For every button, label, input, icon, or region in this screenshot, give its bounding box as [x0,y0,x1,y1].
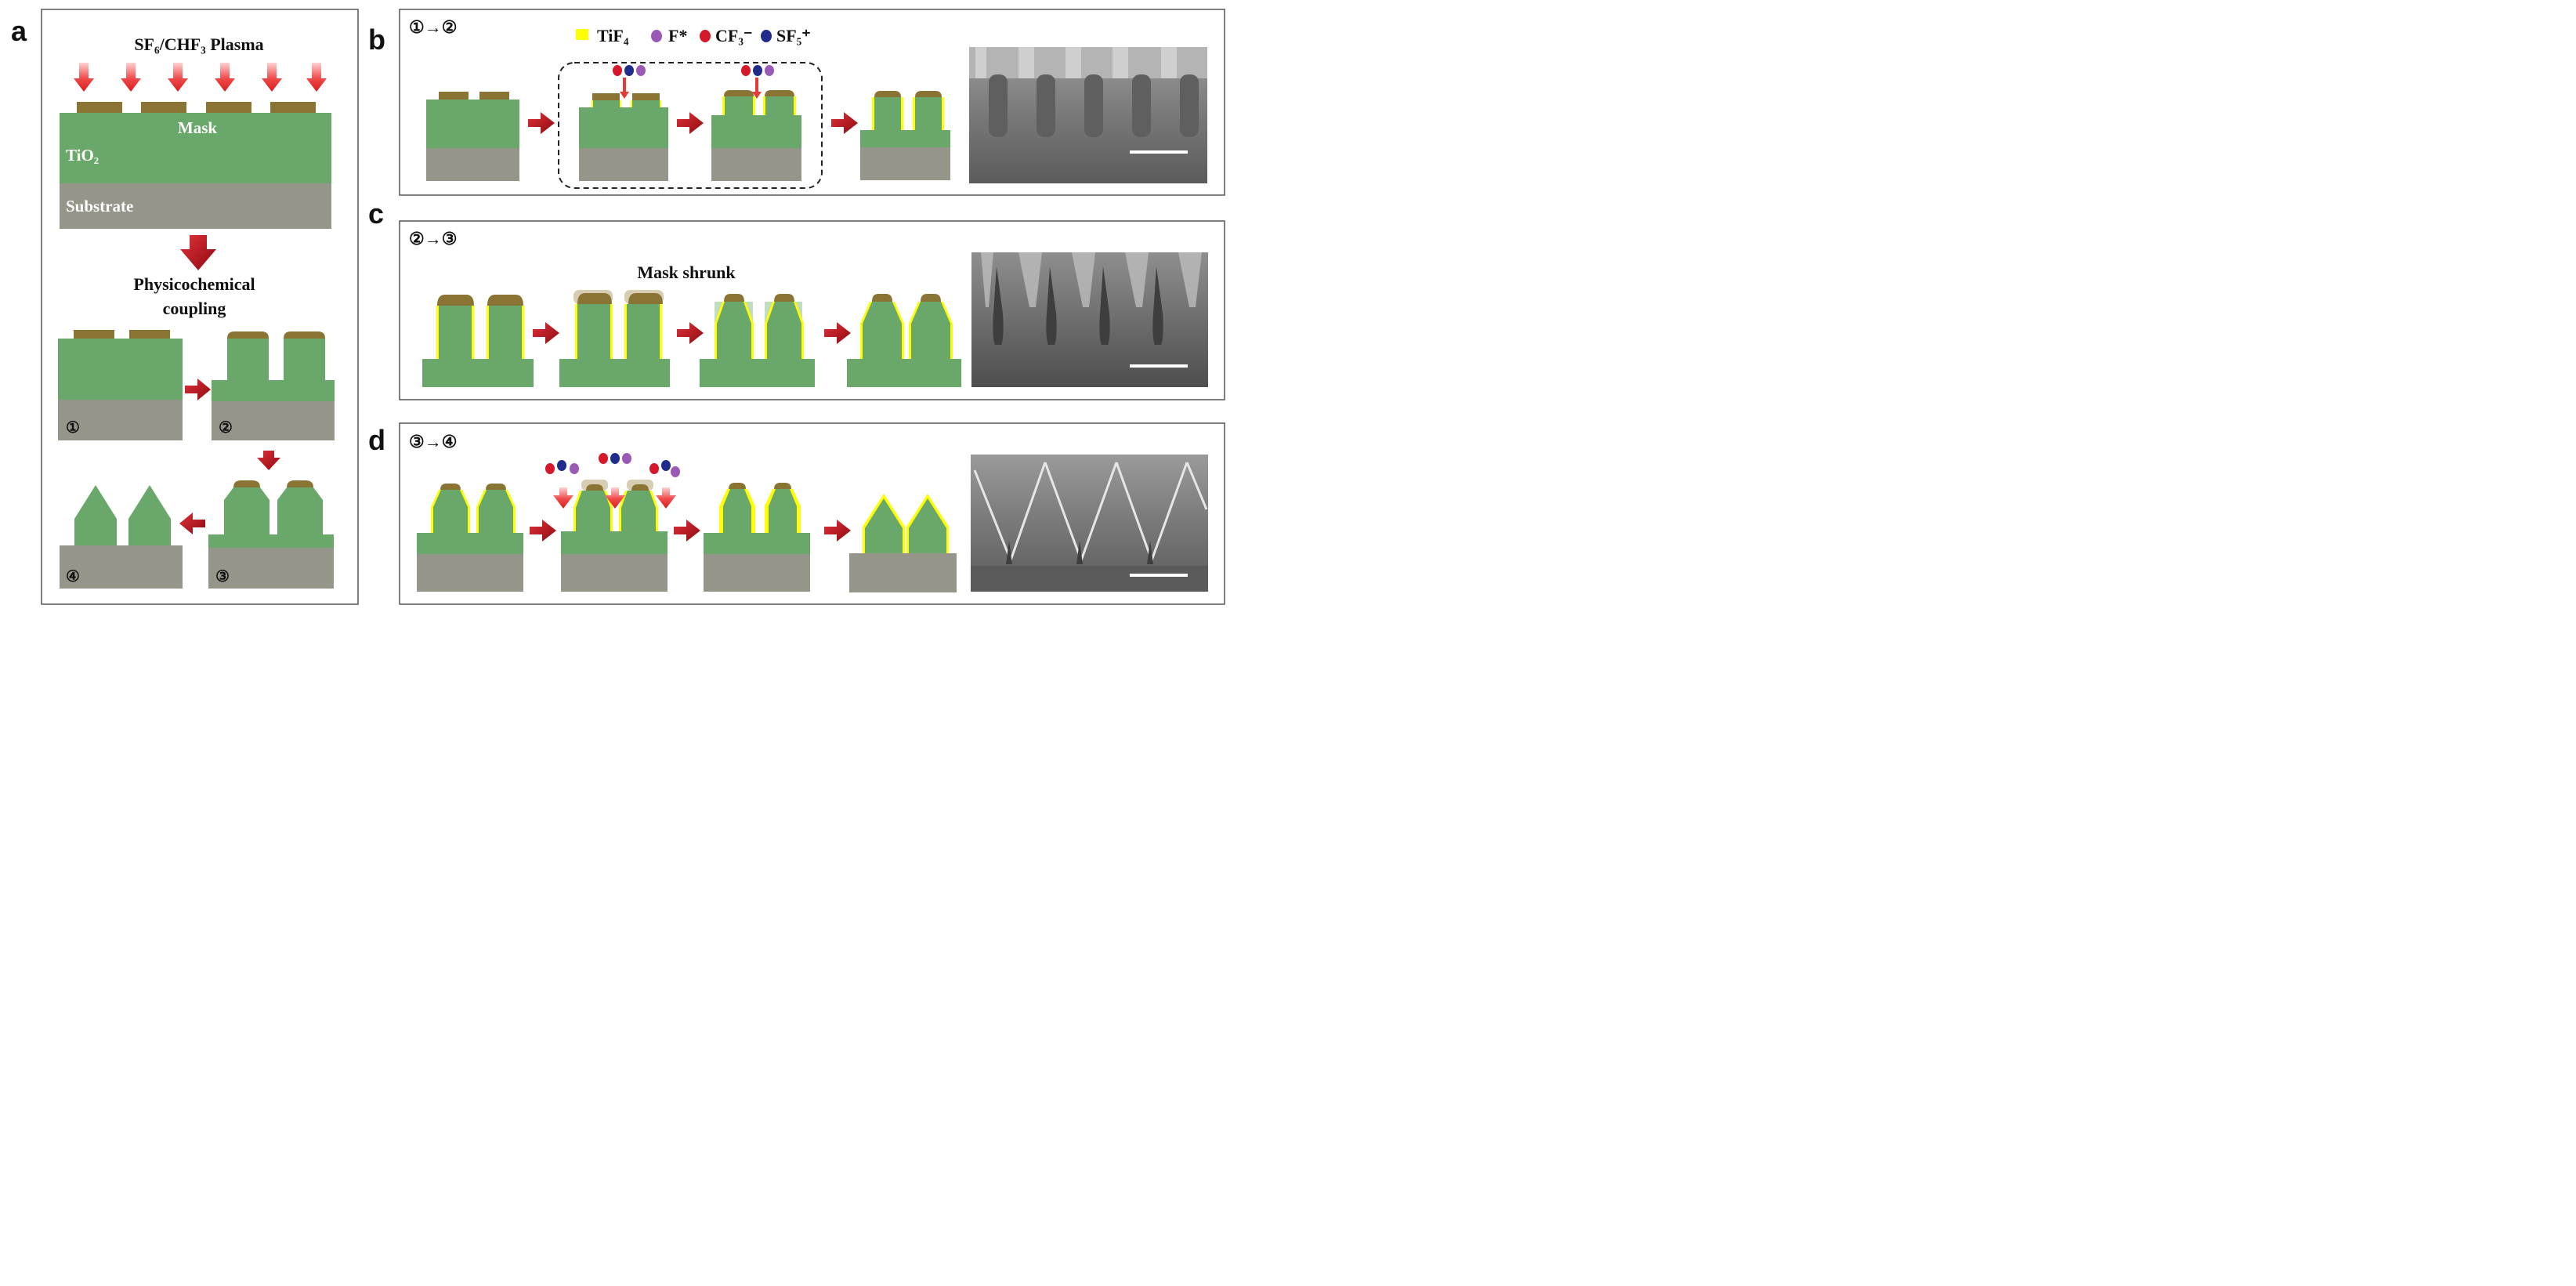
c-stage-4 [847,294,961,387]
substrate-layer [60,183,331,229]
plasma-arrow-icon [121,63,141,92]
stage-3: ③ [208,480,334,589]
legend: TiF₄ F* CF₃⁻ SF₅⁺ [576,26,811,45]
substrate-label: Substrate [66,197,133,216]
plasma-arrow-icon [215,63,235,92]
tio2-layer [60,113,331,183]
scale-bar [1130,150,1188,154]
mask-shrunk-caption: Mask shrunk [637,263,736,282]
legend-f-star: F* [668,26,687,45]
stage-4: ④ [60,485,183,589]
b-stage-2 [579,65,668,181]
plasma-arrow-icon [306,63,327,92]
dashed-group-frame [558,62,823,189]
panel-b: b ①→② TiF₄ F* CF₃⁻ SF₅⁺ [368,9,1225,196]
d-stage-3 [704,483,810,592]
d-stage-2 [545,453,680,592]
legend-sf5: SF₅⁺ [776,26,811,45]
panel-b-step-label: ①→② [409,17,457,37]
panel-d-letter: d [368,424,385,456]
legend-cf3: CF₃⁻ [715,26,753,45]
mask-strip [270,102,316,113]
panel-c: c ②→③ Mask shrunk [368,197,1225,400]
right-arrow-icon [530,520,556,542]
cf3-dot-icon [700,30,711,42]
sem-image-d [971,455,1208,592]
panel-b-frame [399,9,1225,196]
b-stage-4 [860,91,950,180]
right-arrow-icon [533,322,559,344]
tif4-square-icon [576,29,588,40]
right-arrow-icon [528,112,555,134]
panel-d-step-label: ③→④ [409,432,457,451]
panel-a-frame [41,9,359,605]
right-arrow-icon [824,520,851,542]
c-stage-2 [559,290,670,387]
scale-bar [1130,364,1188,368]
stage-1: ① [58,330,183,440]
initial-stack: Mask TiO₂ Substrate [60,102,331,229]
b-stage-1 [426,92,519,181]
step-1-label: ① [66,419,80,437]
c-stage-3 [700,294,815,387]
mask-strip [141,102,186,113]
down-arrow-icon [180,235,216,270]
plasma-arrow-icon [74,63,94,92]
coupling-line1: Physicochemical [133,274,255,294]
panel-c-letter: c [368,197,384,230]
sem-image-b [969,47,1207,183]
right-arrow-icon [677,112,704,134]
step-2-label: ② [219,419,233,437]
sf5-dot-icon [761,30,772,42]
scale-bar [1130,574,1188,577]
mask-strip [206,102,251,113]
panel-c-frame [399,220,1225,400]
left-arrow-icon [179,513,205,534]
panel-c-step-label: ②→③ [409,229,457,248]
plasma-arrow-icon [168,63,188,92]
f-star-dot-icon [651,30,662,42]
panel-d: d ③→④ [368,422,1225,605]
panel-b-letter: b [368,24,385,56]
plasma-arrows [74,63,327,92]
right-arrow-icon [674,520,700,542]
panel-a: a SF₆/CHF₃ Plasma Mask TiO₂ Substrate Ph… [11,9,359,605]
tio2-label: TiO₂ [66,146,99,165]
b-stage-3 [711,65,801,181]
right-arrow-icon [824,322,851,344]
right-arrow-icon [831,112,858,134]
stage-2: ② [212,331,335,440]
legend-tif4: TiF₄ [597,26,629,45]
sem-image-c [971,252,1208,387]
coupling-line2: coupling [163,299,226,318]
mask-label: Mask [178,118,217,137]
step-3-label: ③ [215,568,230,585]
mask-strip [77,102,122,113]
right-arrow-icon [677,322,704,344]
panel-d-frame [399,422,1225,605]
step-4-label: ④ [66,568,80,585]
plasma-arrow-icon [262,63,282,92]
down-arrow-small-icon [257,451,280,470]
plasma-title: SF₆/CHF₃ Plasma [134,34,263,54]
d-stage-4 [849,494,957,592]
c-stage-1 [422,295,534,387]
right-arrow-icon [185,379,211,400]
d-stage-1 [417,484,523,592]
panel-a-letter: a [11,15,27,47]
